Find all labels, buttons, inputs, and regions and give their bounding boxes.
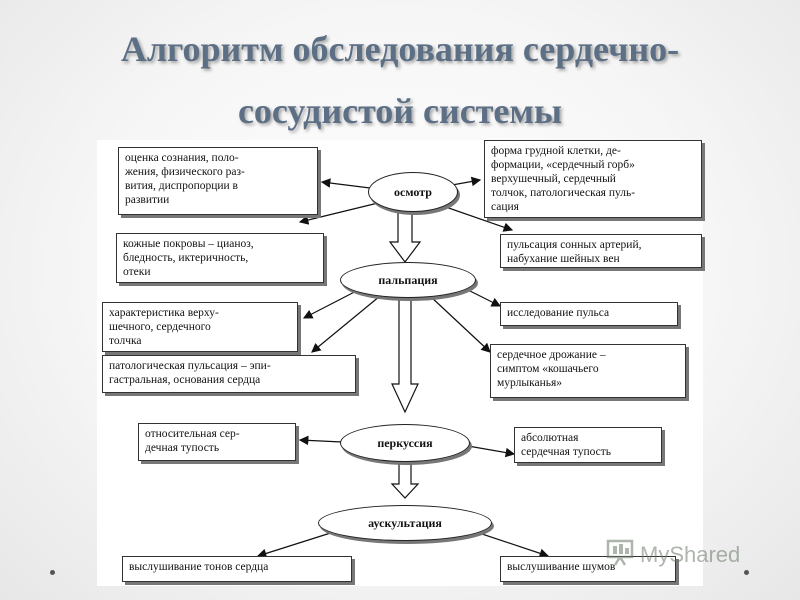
box-palp-left-top: характеристика верху- шечного, сердечног…	[102, 302, 298, 352]
flow-arrow-2	[391, 299, 419, 414]
box-perk-left: относительная сер- дечная тупость	[138, 423, 296, 461]
box-palp-left-bottom: патологическая пульсация – эпи- гастраль…	[102, 355, 356, 393]
box-osmotr-right-bottom: пульсация сонных артерий, набухание шейн…	[500, 234, 702, 268]
box-ausk-left: выслушивание тонов сердца	[122, 556, 352, 582]
box-perk-right: абсолютная сердечная тупость	[514, 427, 662, 463]
connector-osmotr-left-bottom	[298, 202, 379, 225]
connector-ausk-left	[256, 529, 341, 559]
watermark-text: MyShared	[640, 541, 741, 567]
connector-perk-right	[467, 445, 516, 458]
box-palp-right-top: исследование пульса	[500, 302, 678, 326]
box-ausk-right: выслушивание шумов	[500, 556, 676, 582]
flow-arrow-1	[388, 211, 422, 263]
slide-title: Алгоритм обследования сердечно- сосудист…	[0, 18, 800, 142]
flow-arrow-3	[390, 463, 420, 499]
node-palpatsiya: пальпация	[340, 262, 476, 298]
node-osmotr: осмотр	[368, 172, 458, 212]
connector-palp-right-top	[467, 289, 502, 307]
connector-osmotr-right-bottom	[439, 204, 514, 232]
presentation-board-icon	[606, 538, 636, 571]
title-line-2: сосудистой системы	[237, 91, 563, 131]
connector-osmotr-right-top	[451, 176, 482, 187]
decor-dot-right	[744, 570, 749, 575]
decor-dot-left	[50, 570, 55, 575]
node-perkussiya: перкуссия	[340, 424, 470, 462]
box-osmotr-left-top: оценка сознания, поло- жения, физическог…	[118, 147, 318, 215]
title-line-1: Алгоритм обследования сердечно-	[120, 29, 680, 69]
connector-ausk-right	[469, 529, 550, 558]
box-osmotr-left-bottom: кожные покровы – цианоз, бледность, икте…	[116, 233, 324, 283]
box-palp-right-bottom: сердечное дрожание – симптом «кошачьего …	[490, 344, 686, 398]
node-auskultatsiya: аускультация	[318, 505, 492, 541]
connector-palp-left-bottom	[311, 295, 381, 353]
connector-osmotr-left-top	[320, 178, 371, 189]
box-osmotr-right-top: форма грудной клетки, де- формации, «сер…	[484, 140, 702, 218]
connector-palp-right-bottom	[429, 295, 491, 353]
connector-perk-left	[298, 435, 343, 446]
watermark: MyShared	[606, 538, 740, 571]
